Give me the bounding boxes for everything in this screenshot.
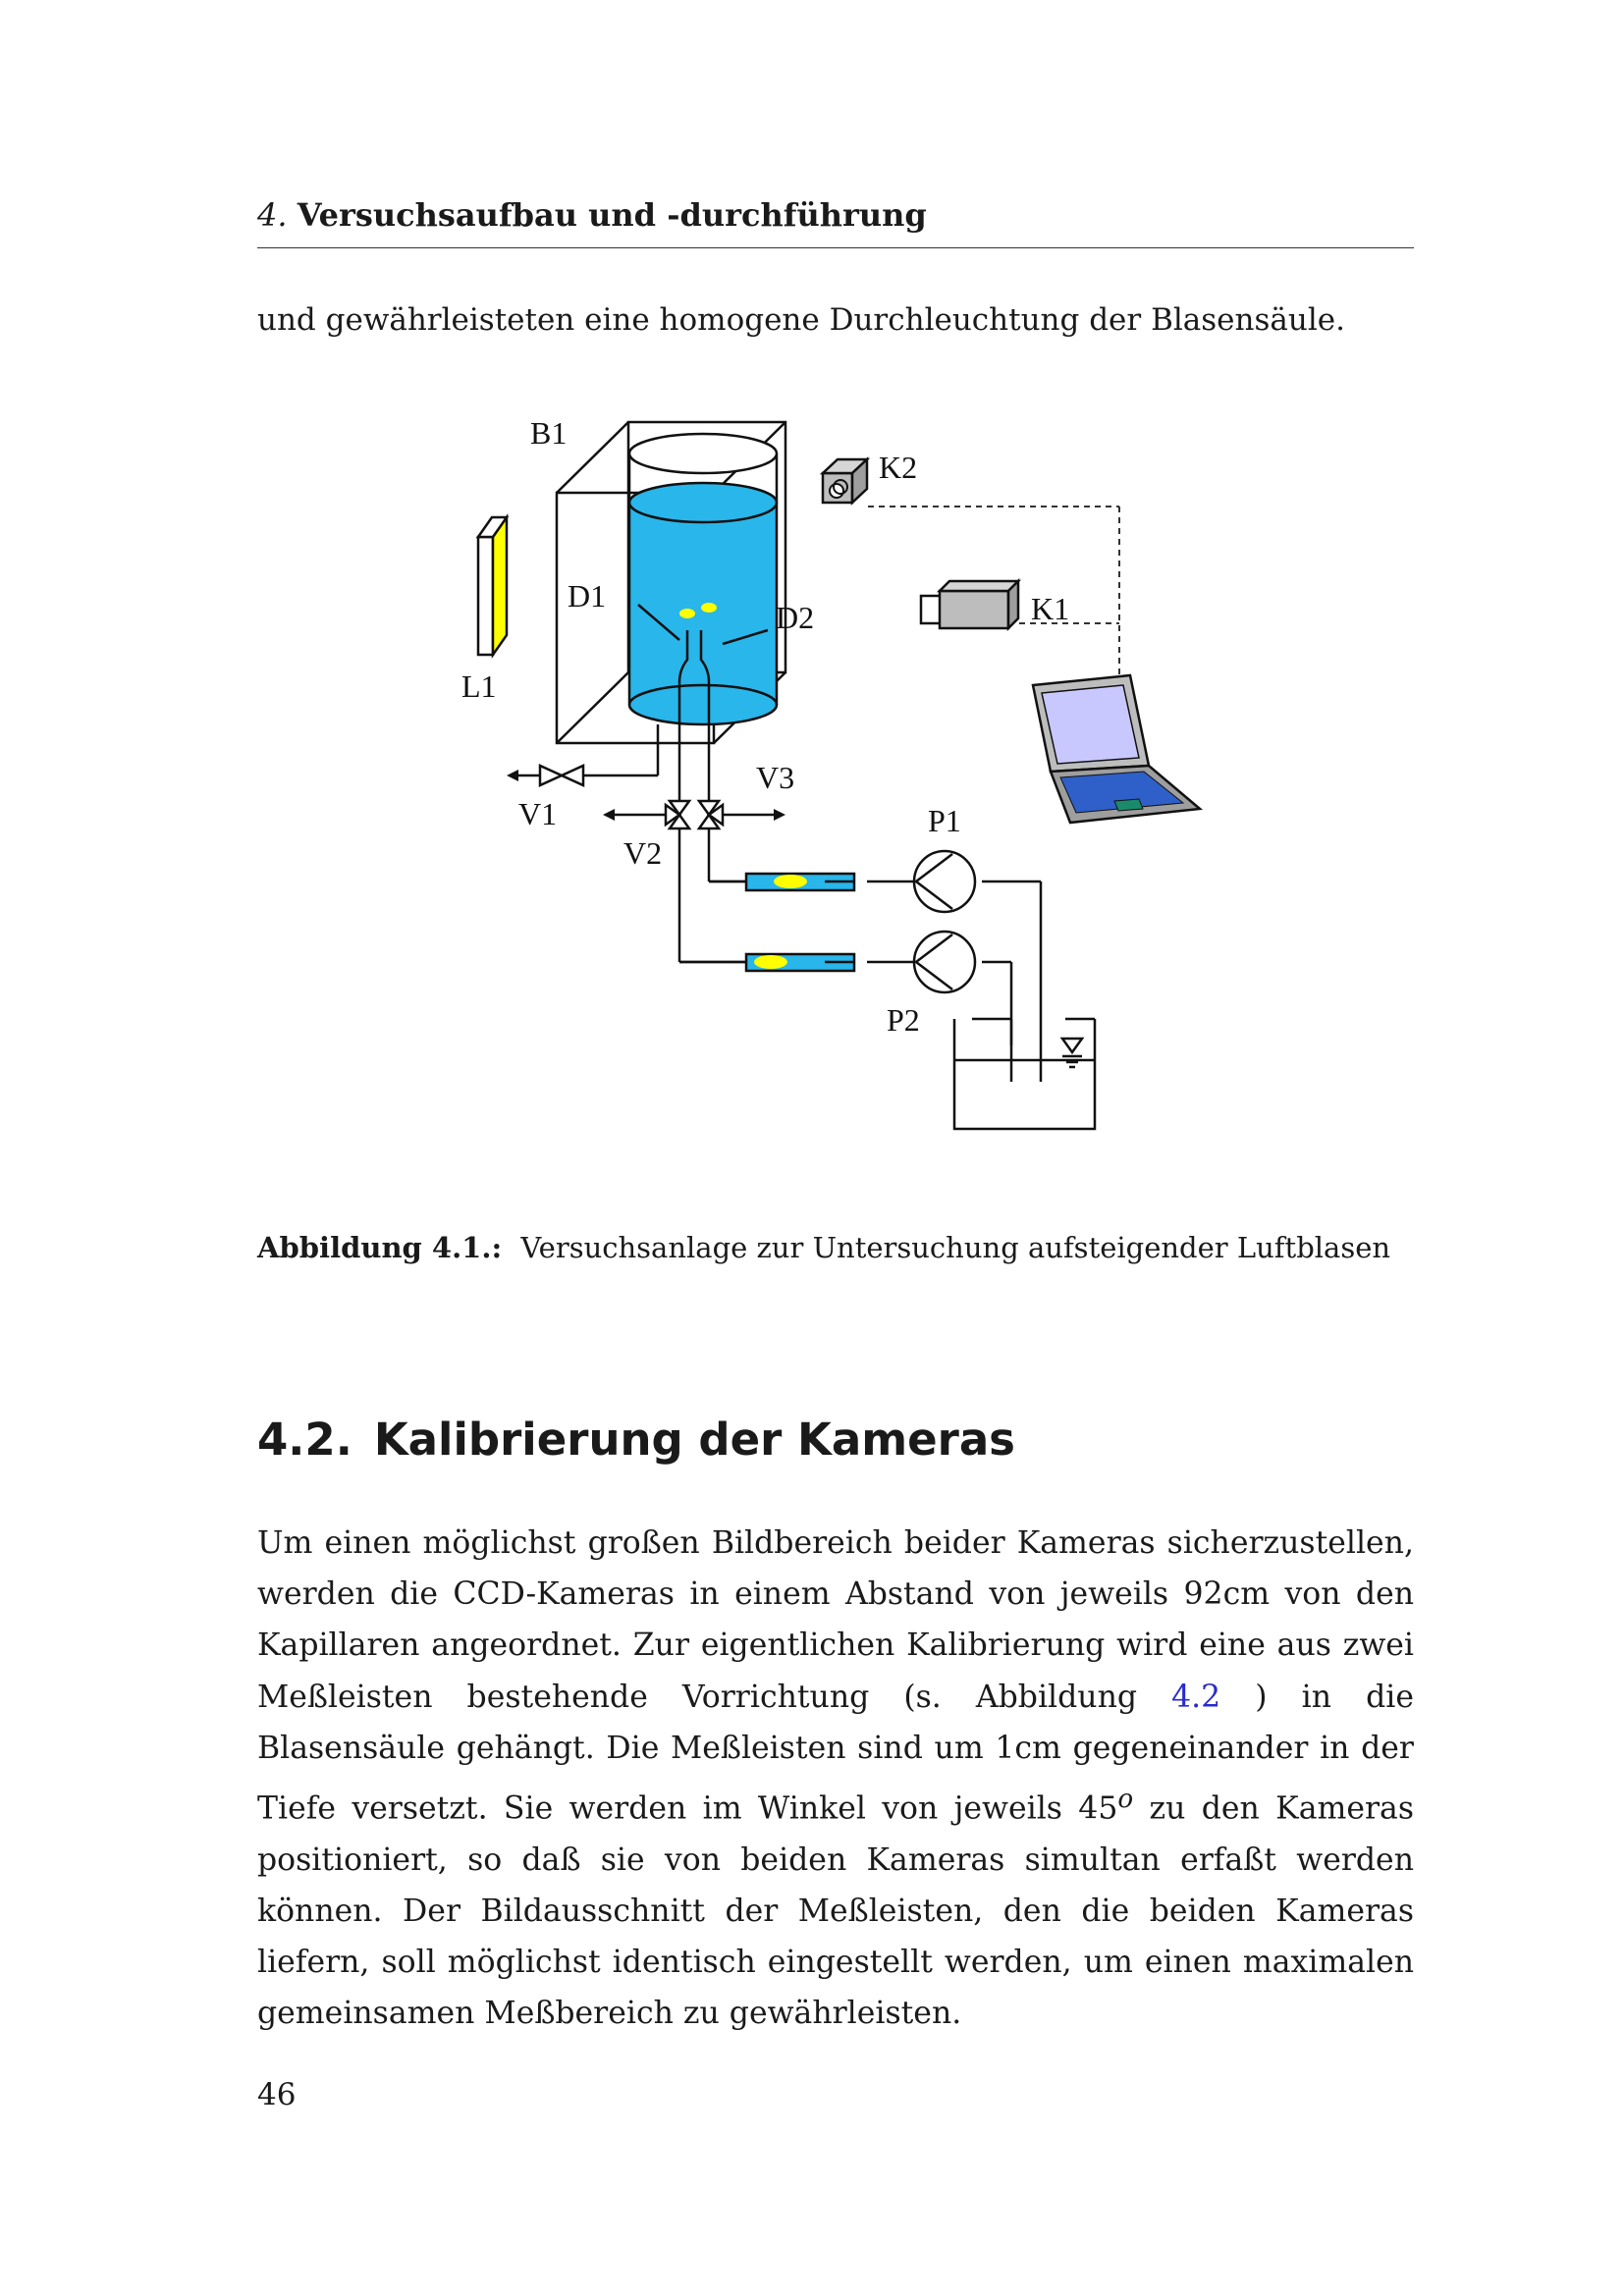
water-surface [627, 481, 779, 524]
valve-v2 [664, 799, 692, 830]
caption-text: Versuchsanlage zur Untersuchung aufsteig… [520, 1231, 1391, 1264]
body-text: zu den Kameras positioniert, so daß sie … [257, 1790, 1414, 2032]
capillary-d1 [677, 630, 689, 724]
header-chapter-number: 4. [257, 196, 288, 234]
section-title: Kalibrierung der Kameras [373, 1414, 1015, 1466]
label-v1: V1 [518, 796, 557, 831]
label-d1: D1 [568, 578, 606, 614]
pump-p2 [912, 930, 977, 994]
superscript: o [1117, 1785, 1134, 1815]
camera-k2 [819, 456, 871, 506]
body-paragraph: Um einen möglichst großen Bildbereich be… [257, 1518, 1414, 2040]
setup-diagram: B1 K2 K1 D1 D2 L1 V1 V2 V3 P1 P2 [461, 415, 1204, 1131]
valve-v3 [696, 799, 725, 830]
page-number: 46 [257, 2077, 297, 2112]
valve-v1 [538, 764, 585, 787]
column-top [627, 432, 779, 475]
running-header: 4. Versuchsaufbau und -durchführung [257, 196, 1414, 248]
label-k1: K1 [1031, 591, 1069, 626]
label-d2: D2 [776, 600, 814, 635]
bubble [679, 609, 695, 618]
label-v3: V3 [756, 760, 794, 795]
capillary-d2 [699, 630, 711, 724]
laptop [1031, 673, 1204, 825]
reservoir [952, 1017, 1097, 1131]
label-v2: V2 [623, 835, 662, 871]
header-text: 4. Versuchsaufbau und -durchführung [257, 196, 927, 234]
body-text: ) in die Blasensäule gehängt. Die Meßlei… [257, 1679, 1414, 1827]
caption-label: Abbildung 4.1.: [257, 1231, 503, 1264]
label-k2: K2 [879, 450, 917, 485]
section-heading: 4.2. Kalibrierung der Kameras [257, 1414, 1015, 1466]
water-column [629, 503, 777, 705]
label-p1: P1 [928, 803, 961, 838]
header-chapter-title: Versuchsaufbau und -durchführung [297, 196, 927, 234]
label-l1: L1 [461, 668, 497, 704]
label-p2: P2 [887, 1002, 920, 1038]
section-number: 4.2. [257, 1414, 352, 1466]
bubble [701, 603, 717, 613]
figure-experimental-setup: B1 K2 K1 D1 D2 L1 V1 V2 V3 P1 P2 [452, 412, 1218, 1158]
label-b1: B1 [530, 415, 567, 451]
figure-reference-link[interactable]: 4.2 [1171, 1679, 1221, 1715]
intro-paragraph: und gewährleisteten eine homogene Durchl… [257, 302, 1345, 338]
figure-caption: Abbildung 4.1.: Versuchsanlage zur Unter… [257, 1231, 1390, 1264]
pump-p1 [912, 849, 977, 914]
lamp-l1 [475, 513, 510, 659]
camera-k1 [919, 577, 1022, 632]
body-text: Um einen möglichst großen Bildbereich be… [257, 1525, 1414, 1715]
